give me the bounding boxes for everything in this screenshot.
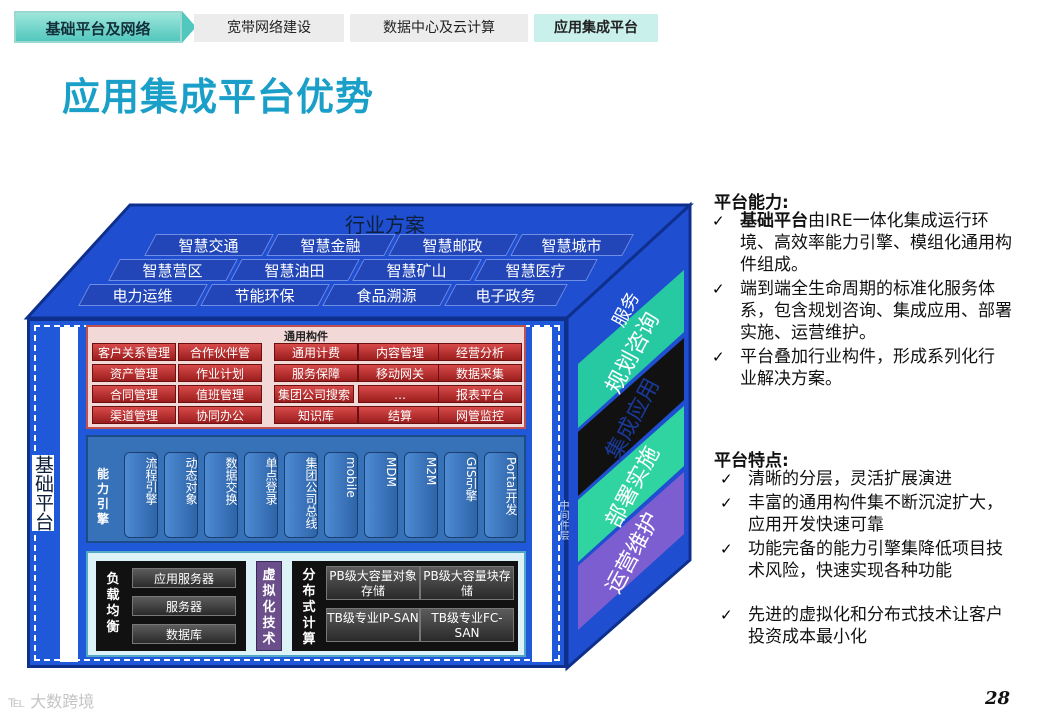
industry-pill: 电子政务: [444, 284, 568, 306]
left-column: [60, 327, 78, 662]
feature-item: 功能完备的能力引擎集降低项目技术风险，快速实现各种功能: [748, 539, 1003, 581]
engine-column: mobile: [324, 452, 358, 538]
distributed-label: 分布式计算: [302, 568, 316, 647]
middleware-label: 中间件层: [557, 500, 568, 540]
component-button: 客户关系管理: [92, 343, 176, 361]
nav-tab-broadband[interactable]: 宽带网络建设: [194, 14, 344, 42]
check-icon: ✓: [720, 606, 733, 624]
capability-engine-panel: 能力引擎 流程引擎 动态对象 数据交换 单点登录 集团公司总线 mobile M…: [86, 435, 526, 543]
component-button: 通用计费: [274, 343, 358, 361]
check-icon: ✓: [720, 540, 733, 558]
industry-pill: 智慧金融: [266, 234, 396, 256]
feature-item: 清晰的分层，灵活扩展演进: [748, 469, 952, 489]
watermark-logo-icon: ℡: [8, 692, 31, 711]
service-band-4: [578, 472, 684, 630]
lb-item: 应用服务器: [132, 568, 236, 588]
component-button: 值班管理: [178, 385, 262, 403]
component-button: 网管监控: [438, 406, 522, 424]
component-button: 资产管理: [92, 364, 176, 382]
capability-item: 基础平台由IRE一体化集成运行环境、高效率能力引擎、模组化通用构件组成。: [740, 210, 1020, 276]
capability-item: 平台叠加行业构件，形成系列化行业解决方案。: [740, 347, 995, 389]
component-button: 内容管理: [358, 343, 442, 361]
engine-column: 动态对象: [164, 452, 198, 538]
base-platform-label: 基础平台: [32, 455, 54, 531]
watermark-text: 大数跨境: [30, 692, 95, 711]
top-navigation: 基础平台及网络 宽带网络建设 数据中心及云计算 应用集成平台: [14, 11, 664, 43]
nav-tab-app-integration[interactable]: 应用集成平台: [534, 14, 658, 42]
nav-section-base-platform[interactable]: 基础平台及网络: [14, 11, 196, 43]
virtualization-block: 虚拟化技术: [256, 561, 282, 651]
engine-column: 数据交换: [204, 452, 238, 538]
component-button: 数据采集: [438, 364, 522, 382]
page-title: 应用集成平台优势: [62, 75, 375, 119]
service-band-3: [578, 406, 684, 562]
component-button: 作业计划: [178, 364, 262, 382]
industry-pill: 智慧城市: [510, 234, 634, 256]
component-button: 经营分析: [438, 343, 522, 361]
load-balance-label: 负载均衡: [106, 572, 120, 635]
industry-pill: 智慧油田: [230, 259, 360, 281]
check-icon: ✓: [712, 212, 725, 230]
storage-item: PB级大容量块存储: [420, 566, 514, 600]
capabilities-heading: 平台能力:: [714, 193, 789, 213]
capability-item-text: 由IRE一体化集成运行环境、高效率能力引擎、模组化通用构件组成。: [740, 211, 1012, 275]
component-button: 渠道管理: [92, 406, 176, 424]
engine-column: 集团公司总线: [284, 452, 318, 538]
service-band-2: [578, 338, 684, 496]
storage-item: PB级大容量对象存储: [326, 566, 420, 600]
check-icon: ✓: [712, 348, 725, 366]
engine-column: Portal开发: [484, 452, 518, 538]
check-icon: ✓: [720, 494, 733, 512]
capability-item-bold: 基础平台: [740, 211, 808, 231]
capability-item: 端到端全生命周期的标准化服务体系，包含规划咨询、集成应用、部署实施、运营维护。: [740, 279, 1012, 343]
storage-item: TB级专业IP-SAN: [326, 608, 420, 642]
industry-pill: 电力运维: [78, 284, 208, 306]
industry-pill: 节能环保: [200, 284, 330, 306]
industry-pill: 食品溯源: [322, 284, 452, 306]
check-icon: ✓: [720, 470, 733, 488]
features-heading: 平台特点:: [714, 451, 789, 471]
lb-item: 服务器: [132, 596, 236, 616]
page-number: 28: [984, 688, 1010, 709]
watermark: ℡ 大数跨境: [8, 688, 94, 712]
engine-column: GIS引擎: [444, 452, 478, 538]
component-button: 知识库: [274, 406, 358, 424]
industry-solution-title: 行业方案: [345, 213, 425, 237]
engine-column: MDM: [364, 452, 398, 538]
general-components-title: 通用构件: [284, 330, 328, 343]
service-band-1: [578, 270, 684, 428]
engine-column: M2M: [404, 452, 438, 538]
check-icon: ✓: [712, 280, 725, 298]
right-column: [532, 327, 552, 662]
industry-pill: 智慧邮政: [388, 234, 518, 256]
component-button: …: [358, 385, 442, 403]
feature-item: 先进的虚拟化和分布式技术让客户投资成本最小化: [748, 605, 1003, 647]
industry-pill: 智慧交通: [144, 234, 274, 256]
component-button: 报表平台: [438, 385, 522, 403]
component-button: 服务保障: [274, 364, 358, 382]
engine-column: 单点登录: [244, 452, 278, 538]
industry-pill: 智慧营区: [108, 259, 238, 281]
industry-pill: 智慧矿山: [352, 259, 482, 281]
engine-column: 流程引擎: [124, 452, 158, 538]
feature-item: 丰富的通用构件集不断沉淀扩大，应用开发快速可靠: [748, 493, 1003, 535]
component-button: 合作伙伴管: [178, 343, 262, 361]
component-button: 结算: [358, 406, 442, 424]
component-button: 合同管理: [92, 385, 176, 403]
component-button: 协同办公: [178, 406, 262, 424]
component-button: 集团公司搜索: [274, 385, 354, 403]
general-components-panel: 通用构件 客户关系管理 合作伙伴管 通用计费 内容管理 经营分析 资产管理 作业…: [86, 325, 526, 429]
component-button: 移动网关: [358, 364, 442, 382]
industry-pill: 智慧医疗: [474, 259, 598, 281]
capability-engine-label: 能力引擎: [96, 467, 109, 526]
nav-tab-datacenter[interactable]: 数据中心及云计算: [350, 14, 528, 42]
storage-item: TB级专业FC-SAN: [420, 608, 514, 642]
lb-item: 数据库: [132, 624, 236, 644]
